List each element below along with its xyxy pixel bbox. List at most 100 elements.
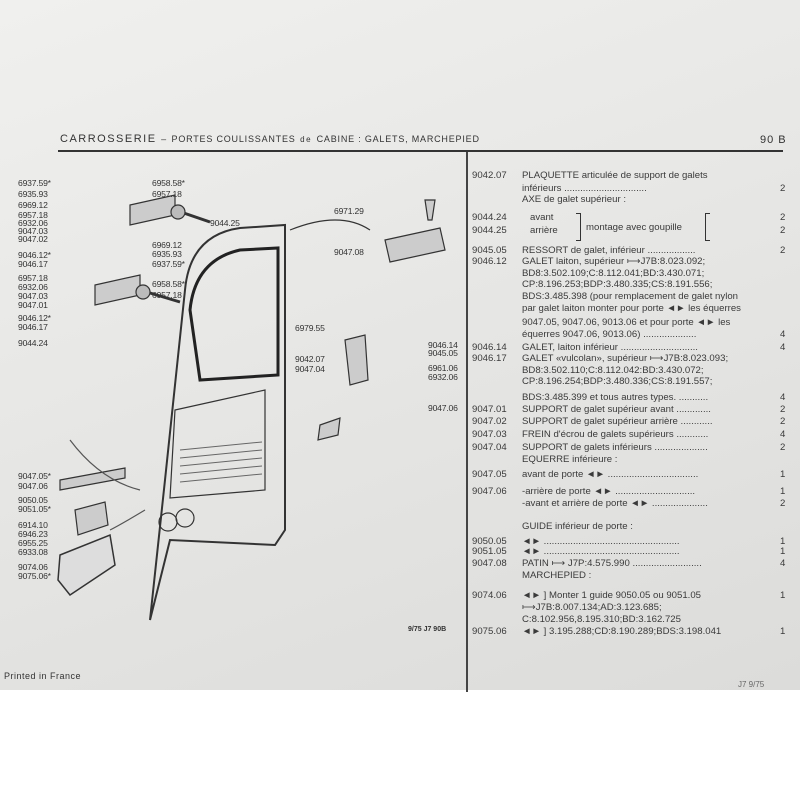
door-frame [149, 223, 286, 621]
callout-label: 6979.55 [295, 323, 325, 333]
callout-label: 9050.05 [18, 495, 48, 505]
callout-label: 6969.12 [152, 240, 182, 250]
callout-label: 6932.06 [18, 282, 48, 292]
callout-label: 6937.59* [18, 178, 51, 188]
part-qty: 2 [780, 212, 786, 223]
door-panel [169, 389, 266, 499]
callout-label: 6933.08 [18, 547, 48, 557]
callout-label: 6946.23 [18, 529, 48, 539]
callout-label: 9046.12* [18, 250, 51, 260]
part-code: 9045.05 [472, 245, 507, 256]
page-number: 90 B [760, 134, 787, 146]
part-code: 9047.03 [472, 429, 507, 440]
title-part: de [300, 135, 313, 144]
part-qty: 4 [780, 342, 786, 353]
footer-code: J7 9/75 [738, 680, 765, 689]
callout-label: 6935.93 [152, 249, 182, 259]
part-desc: EQUERRE inférieure : [522, 454, 618, 465]
callout-label: 9047.08 [334, 247, 364, 257]
title-part: CABINE : GALETS, MARCHEPIED [316, 134, 480, 144]
part-code: 9042.07 [472, 170, 507, 181]
callout-label: 6932.06 [428, 372, 458, 382]
column-divider [466, 152, 468, 692]
callout-label: 9047.04 [295, 364, 325, 374]
part-desc: équerres 9047.06, 9013.06) .............… [522, 329, 697, 340]
callout-label: 9047.03 [18, 226, 48, 236]
diagram-reference: 9/75 J7 90B [408, 626, 447, 633]
guide-plate [74, 501, 109, 536]
part-code: 9047.01 [472, 404, 507, 415]
callout-label: 9044.25 [210, 218, 240, 228]
callout-label: 9047.03 [18, 291, 48, 301]
part-qty: 1 [780, 546, 786, 557]
part-qty: 1 [780, 536, 786, 547]
part-code: 9044.25 [472, 225, 507, 236]
part-qty: 1 [780, 590, 786, 601]
callout-label: 9074.06 [18, 562, 48, 572]
dash: – [161, 134, 167, 144]
part-desc: ◄► .....................................… [522, 536, 680, 547]
part-qty: 2 [780, 225, 786, 236]
part-desc: C:8.102.956,8.195.310;BD:3.162.725 [522, 614, 681, 625]
callout-label: 9046.12* [18, 313, 51, 323]
callout-label: 6935.93 [18, 189, 48, 199]
part-desc: GALET laiton, supérieur ⟼J7B:8.023.092; [522, 256, 706, 267]
part-desc: inférieurs .............................… [522, 183, 647, 194]
part-desc: avant [530, 212, 554, 223]
guide-arc [289, 219, 371, 231]
bracket [576, 213, 581, 241]
part-code: 9050.05 [472, 536, 507, 547]
part-desc: 9047.05, 9047.06, 9013.06 et pour porte … [522, 317, 731, 328]
callout-label: 9051.05* [18, 504, 51, 514]
window-frame [188, 246, 280, 382]
callout-label: 6958.58* [152, 279, 185, 289]
callout-label: 6957.18 [18, 273, 48, 283]
part-desc: BD8:3.502.109;C:8.112.041;BD:3.430.071; [522, 268, 705, 279]
part-code: 9046.17 [472, 353, 507, 364]
title-part: PORTES COULISSANTES [171, 134, 296, 144]
step [57, 533, 116, 597]
part-desc: ⟼J7B:8.007.134;AD:3.123.685; [522, 602, 662, 613]
callout-label: 6957.18 [152, 290, 182, 300]
pin [424, 199, 436, 221]
part-code: 9047.08 [472, 558, 507, 569]
part-desc: MARCHEPIED : [522, 570, 592, 581]
callout-label: 6958.58* [152, 178, 185, 188]
catalog-page: CARROSSERIE – PORTES COULISSANTES de CAB… [0, 0, 800, 692]
lower-bracket [317, 417, 341, 441]
callout-label: 6957.18 [18, 210, 48, 220]
callout-label: 6957.18 [152, 189, 182, 199]
part-desc: par galet laiton monter pour porte ◄► le… [522, 303, 741, 314]
bracket [705, 213, 710, 241]
part-qty: 4 [780, 429, 786, 440]
callout-label: 6961.06 [428, 363, 458, 373]
part-desc: ◄► ] Monter 1 guide 9050.05 ou 9051.05 [522, 590, 702, 601]
part-desc: PLAQUETTE articulée de support de galets [522, 170, 708, 181]
callout-label: 9046.17 [18, 322, 48, 332]
exploded-diagram [57, 194, 446, 621]
callout-label: 9047.05* [18, 471, 51, 481]
part-qty: 4 [780, 329, 786, 340]
part-desc: CP:8.196.254;BDP:3.480.336;CS:8.191.557; [522, 376, 713, 387]
part-desc: BDS:3.485.398 (pour remplacement de gale… [522, 291, 738, 302]
header-rule [58, 150, 783, 152]
part-desc: CP:8.196.253;BDP:3.480.335;CS:8.191.556; [522, 279, 713, 290]
part-qty: 2 [780, 183, 786, 194]
part-desc: BDS:3.485.399 et tous autres types. ....… [522, 392, 709, 403]
callout-label: 9046.17 [18, 259, 48, 269]
part-qty: 2 [780, 404, 786, 415]
axe-mounting-note: montage avec goupille [586, 222, 683, 233]
part-desc: SUPPORT de galet supérieur arrière .....… [522, 416, 713, 427]
part-code: 9074.06 [472, 590, 507, 601]
part-desc: avant de porte ◄► ......................… [522, 469, 699, 480]
callout-label: 9047.06 [18, 481, 48, 491]
part-qty: 2 [780, 416, 786, 427]
roller-assembly-upper [129, 194, 176, 226]
lower-roller [344, 334, 369, 386]
callout-label: 9047.06 [428, 403, 458, 413]
skid-block [384, 227, 446, 263]
part-code: 9047.02 [472, 416, 507, 427]
part-code: 9075.06 [472, 626, 507, 637]
section-title: CARROSSERIE [60, 133, 157, 145]
part-code: 9047.06 [472, 486, 507, 497]
